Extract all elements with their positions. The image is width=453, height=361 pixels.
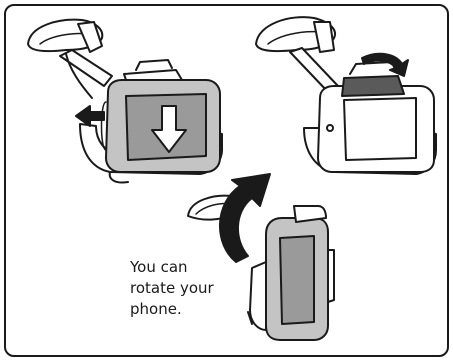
mount-arm-1 (60, 50, 112, 86)
rotate-arrow-icon (220, 174, 270, 262)
slide-left-arrow-icon (76, 106, 104, 126)
caption-line-3: phone. (130, 299, 240, 320)
caption-line-2: rotate your (130, 278, 240, 299)
rotate-caption: You can rotate your phone. (130, 257, 240, 320)
top-clamp-3 (294, 206, 326, 222)
cradle-base-3 (250, 262, 266, 330)
phone-screen-2 (344, 98, 416, 160)
phone-screen-3 (280, 236, 314, 324)
top-clamp-2 (342, 76, 404, 96)
side-clamp-3 (328, 250, 334, 302)
caption-line-1: You can (130, 257, 240, 278)
step-insert-phone (28, 20, 222, 183)
step-close-clamp (256, 17, 436, 174)
